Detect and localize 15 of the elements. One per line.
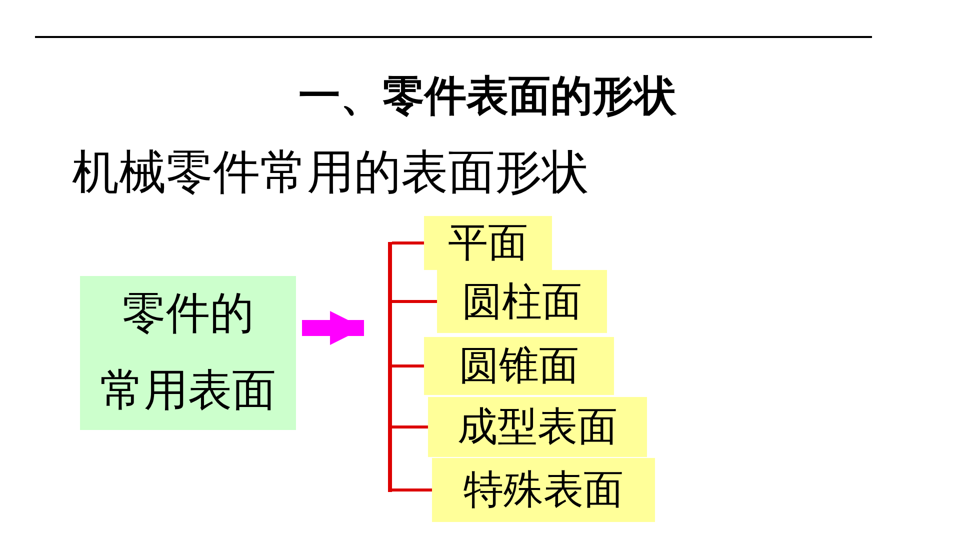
bracket-tick: [392, 364, 424, 368]
item-box: 成型表面: [428, 397, 647, 457]
item-box: 圆柱面: [437, 270, 607, 333]
bracket-tick: [392, 242, 424, 244]
bracket-tick: [392, 300, 437, 303]
bracket-tick: [392, 488, 432, 492]
item-box: 圆锥面: [424, 337, 614, 395]
subtitle: 机械零件常用的表面形状: [72, 146, 589, 200]
title: 一、零件表面的形状: [298, 72, 678, 120]
bracket-bar: [388, 242, 392, 492]
term-box: 零件的 常用表面: [80, 276, 296, 430]
block-arrow: [302, 311, 364, 345]
item-box: 平面: [424, 216, 552, 270]
bracket-tick: [392, 426, 428, 428]
item-box: 特殊表面: [432, 458, 655, 522]
